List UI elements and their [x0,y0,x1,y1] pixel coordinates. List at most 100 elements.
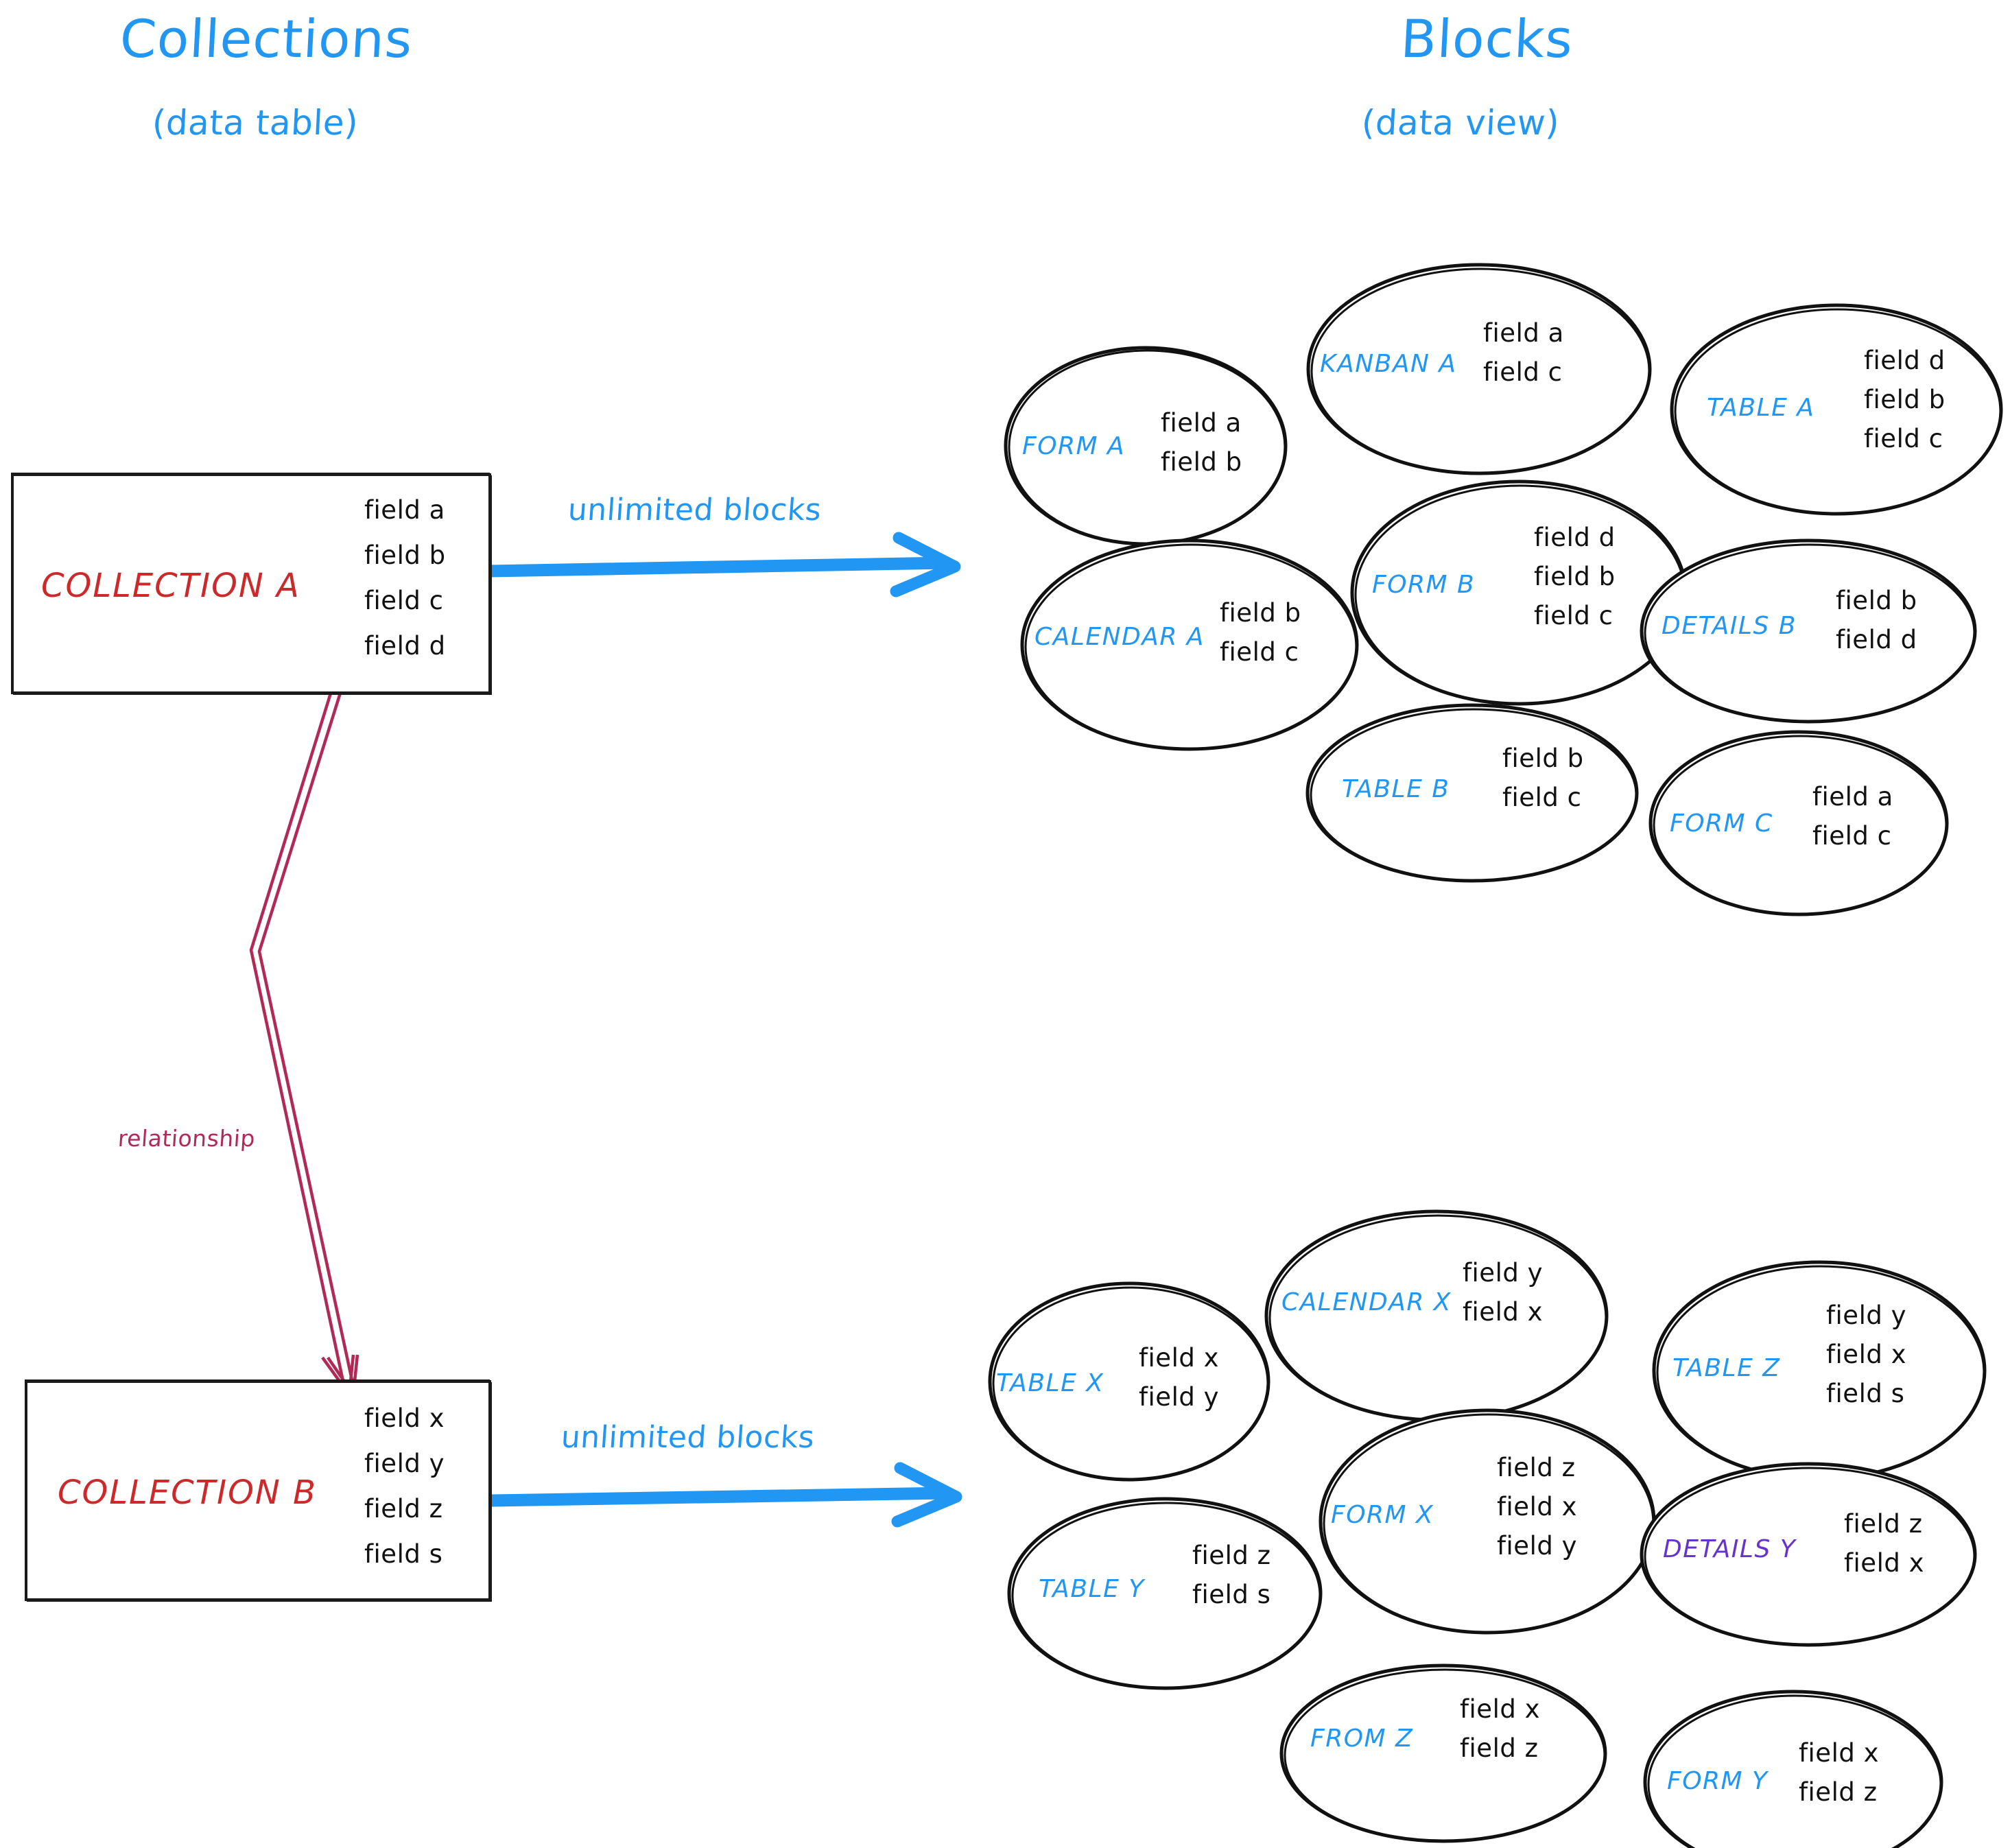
block-field: field x [1844,1548,1924,1578]
block-table-z[interactable]: TABLE Z field y field x field s [1651,1255,1994,1489]
page-subtitle-collections: (data table) [151,103,359,143]
ellipse-outline [1264,1209,1609,1422]
collection-b-field: field y [364,1449,445,1478]
block-field: field s [1192,1580,1271,1609]
block-field: field x [1139,1343,1219,1373]
block-label: FORM B [1372,571,1476,599]
ellipse-outline [1306,263,1652,475]
ellipse-outline [1670,303,2003,516]
block-label: TABLE Z [1672,1354,1781,1382]
block-label: FORM X [1331,1501,1434,1529]
block-fields: field y field x field s [1826,1301,1906,1408]
block-fields: field a field c [1812,782,1893,851]
block-form-y[interactable]: FORM Y field x field z [1641,1690,1950,1848]
block-label: DETAILS Y [1663,1535,1797,1563]
block-field: field c [1534,601,1613,630]
block-fields: field y field x [1463,1258,1543,1327]
block-field: field x [1799,1738,1879,1768]
block-field: field b [1534,562,1616,591]
block-field: field z [1844,1509,1923,1539]
block-table-y[interactable]: TABLE Y field z field s [1006,1495,1328,1694]
block-form-a[interactable]: FORM A field a field b [1002,343,1290,549]
arrow-label-top: unlimited blocks [567,493,823,528]
block-calendar-x[interactable]: CALENDAR X field y field x [1262,1207,1613,1427]
block-label: KANBAN A [1320,350,1457,378]
block-field: field a [1812,782,1893,812]
block-field: field d [1836,625,1917,654]
block-fields: field b field c [1220,598,1301,667]
page-title-collections: Collections [118,8,414,69]
block-form-x[interactable]: FORM X field z field x field y [1317,1406,1660,1639]
collection-b-field: field s [364,1539,443,1569]
block-field: field c [1864,424,1943,453]
block-fields: field x field z [1460,1694,1540,1763]
block-field: field c [1502,783,1582,812]
block-field: field x [1460,1694,1540,1724]
block-calendar-a[interactable]: CALENDAR A field b field c [1019,536,1362,756]
block-field: field a [1161,408,1242,438]
ellipse-outline [1279,1663,1607,1843]
ellipse-outline [1640,1462,1977,1647]
block-field: field c [1220,637,1299,667]
collection-b-box[interactable] [25,1380,491,1601]
block-fields: field b field d [1836,586,1917,654]
block-label: TABLE B [1342,775,1450,803]
block-field: field s [1826,1379,1905,1408]
block-table-a[interactable]: TABLE A field d field b field c [1668,296,2010,530]
ellipse-outline [1319,1408,1656,1635]
ellipse-outline [1007,1497,1323,1690]
page-subtitle-blocks: (data view) [1360,103,1561,143]
arrow-label-bottom: unlimited blocks [560,1420,816,1455]
ellipse-outline [1640,538,1977,724]
unlimited-blocks-arrow-top [482,532,961,597]
relationship-connector [249,677,359,1397]
block-label: TABLE Y [1039,1575,1145,1603]
block-fields: field b field c [1502,744,1584,812]
block-field: field z [1192,1541,1271,1570]
block-field: field z [1497,1453,1576,1482]
block-field: field y [1463,1258,1543,1288]
block-label: FORM Y [1667,1767,1769,1795]
block-details-b[interactable]: DETAILS B field b field d [1638,536,1981,728]
block-field: field x [1497,1492,1577,1521]
block-field: field c [1483,357,1563,387]
collection-a-field: field c [364,586,444,615]
block-field: field b [1161,447,1242,477]
collection-a-name: COLLECTION A [41,567,300,605]
collection-b-field: field x [364,1403,445,1433]
block-field: field b [1220,598,1301,628]
block-kanban-a[interactable]: KANBAN A field a field c [1303,259,1655,479]
block-field: field y [1826,1301,1906,1330]
block-field: field b [1864,385,1946,414]
ellipse-outline [1305,703,1639,883]
block-field: field d [1534,523,1616,552]
block-fields: field d field b field c [1534,523,1616,630]
block-from-z[interactable]: FROM Z field x field z [1277,1663,1613,1845]
block-field: field y [1497,1531,1577,1561]
ellipse-outline [1648,730,1949,916]
block-fields: field x field z [1799,1738,1879,1807]
collection-a-field: field d [364,631,446,661]
block-form-b[interactable]: FORM B field d field b field c [1349,477,1692,711]
block-fields: field z field x [1844,1509,1924,1578]
block-label: CALENDAR X [1281,1288,1452,1316]
unlimited-blocks-arrow-bottom [485,1462,962,1528]
block-field: field c [1812,821,1892,851]
block-field: field x [1826,1340,1906,1369]
collection-a-field: field b [364,541,446,570]
block-field: field z [1460,1733,1539,1763]
block-fields: field z field x field y [1497,1453,1577,1561]
block-label: TABLE A [1707,394,1815,422]
collection-a-box[interactable] [11,473,491,694]
block-table-x[interactable]: TABLE X field x field y [986,1280,1275,1486]
block-field: field a [1483,318,1564,348]
block-details-y[interactable]: DETAILS Y field z field x [1638,1460,1981,1652]
block-form-c[interactable]: FORM C field a field c [1646,728,1955,921]
collection-a-field: field a [364,495,445,525]
collection-b-field: field z [364,1494,443,1524]
block-label: TABLE X [996,1369,1104,1397]
block-table-b[interactable]: TABLE B field b field c [1303,701,1646,886]
collection-b-name: COLLECTION B [58,1473,317,1512]
block-label: CALENDAR A [1034,623,1205,651]
